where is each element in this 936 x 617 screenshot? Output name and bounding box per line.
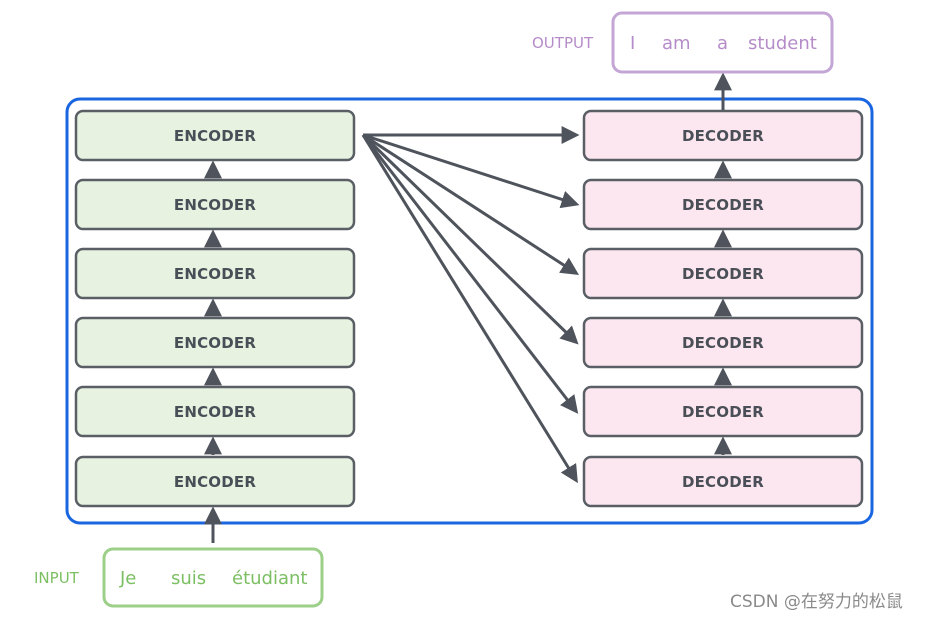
decoder-block: DECODER [582,455,864,508]
input-word: Je [119,568,136,589]
cross-attention-arrow [361,133,579,345]
output-word: a [717,33,728,54]
decoder-label: DECODER [682,473,764,491]
decoder-block: DECODER [582,178,864,231]
decoder-block: DECODER [582,109,864,162]
decoder-label: DECODER [682,196,764,214]
encoder-label: ENCODER [174,403,256,421]
decoder-label: DECODER [682,403,764,421]
encoder-box [74,247,356,300]
encoder-block: ENCODER [74,385,356,438]
encoder-block: ENCODER [74,316,356,369]
input-word: étudiant [232,568,307,589]
decoder-box [582,385,864,438]
input-label: INPUT [34,569,80,587]
decoder-label: DECODER [682,127,764,145]
encoder-block: ENCODER [74,109,356,162]
decoder-box [582,109,864,162]
cross-attention-arrow [362,133,580,275]
cross-attention-arrow [361,134,579,414]
encoder-box [74,316,356,369]
encoder-label: ENCODER [174,196,256,214]
output-label: OUTPUT [532,34,594,52]
decoder-block: DECODER [582,316,864,369]
encoder-box [74,178,356,231]
encoder-stack: ENCODER ENCODER ENCODER ENCODER ENCODER … [74,109,356,508]
decoder-label: DECODER [682,265,764,283]
encoder-box [74,455,356,508]
cross-attention-arrow [362,133,580,209]
encoder-box [74,109,356,162]
encoder-block: ENCODER [74,178,356,231]
encoder-label: ENCODER [174,127,256,145]
decoder-label: DECODER [682,334,764,352]
decoder-box [582,316,864,369]
decoder-stack: DECODER DECODER DECODER DECODER DECODER … [582,109,864,508]
input-box [102,547,324,608]
cross-attention-arrow [361,134,578,484]
decoder-box [582,455,864,508]
decoder-block: DECODER [582,385,864,438]
encoder-decoder-arrows [361,126,580,484]
encoder-label: ENCODER [174,334,256,352]
encoder-label: ENCODER [174,265,256,283]
decoder-block: DECODER [582,247,864,300]
decoder-box [582,247,864,300]
output-box [611,11,834,74]
input-word: suis [171,568,206,589]
model-frame [65,97,874,525]
encoder-box [74,385,356,438]
encoder-label: ENCODER [174,473,256,491]
output-word: student [748,33,817,54]
watermark: CSDN @在努力的松鼠 [730,592,903,612]
output-word: I [630,33,635,54]
decoder-box [582,178,864,231]
output-word: am [662,33,691,54]
encoder-block: ENCODER [74,247,356,300]
encoder-block: ENCODER [74,455,356,508]
